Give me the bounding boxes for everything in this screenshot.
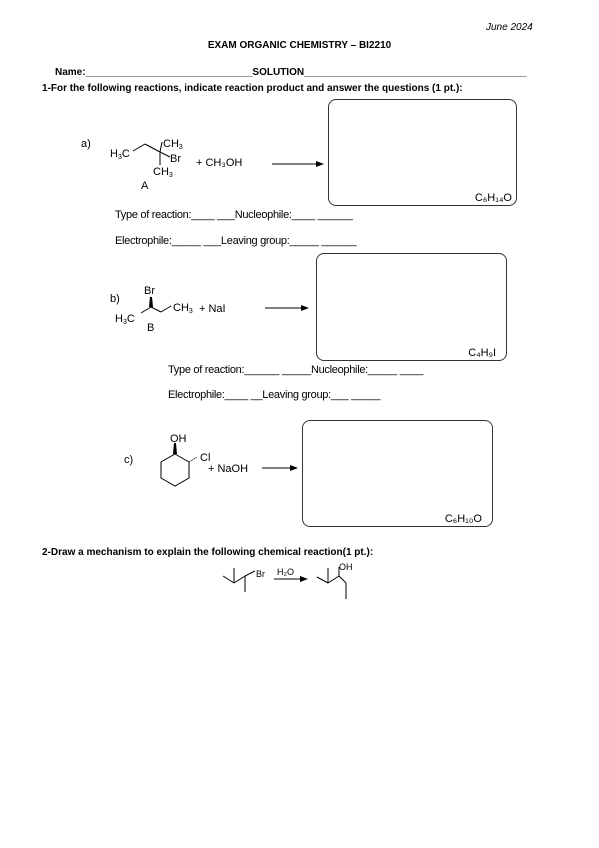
ch3-label: CH bbox=[163, 138, 179, 150]
exam-title: EXAM ORGANIC CHEMISTRY – BI2210 bbox=[207, 40, 392, 51]
h3c-label: H bbox=[110, 148, 118, 160]
question-2-prompt: 2-Draw a mechanism to explain the follow… bbox=[42, 547, 374, 558]
compound-b-label: B bbox=[147, 322, 154, 334]
reaction-b-label: b) bbox=[110, 293, 120, 305]
h3c-label: H bbox=[115, 313, 123, 325]
br-label: Br bbox=[256, 569, 265, 579]
compound-a-label: A bbox=[141, 180, 149, 192]
answer-box-b[interactable]: C₄H₉I bbox=[316, 253, 507, 361]
svg-text:H3C: H3C bbox=[115, 313, 135, 326]
reaction-a-label: a) bbox=[81, 138, 91, 150]
svg-text:CH3: CH3 bbox=[163, 138, 183, 151]
svg-text:H3C: H3C bbox=[110, 148, 130, 161]
question-1-prompt: 1-For the following reactions, indicate … bbox=[42, 83, 463, 94]
electrophile-b[interactable]: Electrophile:____ __Leaving group:___ __… bbox=[168, 389, 381, 401]
cl-label: Cl bbox=[200, 452, 210, 464]
svg-text:CH3: CH3 bbox=[173, 302, 193, 315]
answer-box-c[interactable]: C₆H₁₀O bbox=[302, 420, 493, 527]
reaction-c-structure: OH Cl + NaOH bbox=[160, 433, 298, 487]
name-line: Name:______________________________SOLUT… bbox=[55, 67, 527, 78]
question-2-reaction: Br H₂O OH bbox=[222, 562, 353, 599]
oh-label: OH bbox=[339, 562, 353, 572]
reagent-a: + CH₃OH bbox=[196, 157, 242, 169]
electrophile-a[interactable]: Electrophile:_____ ___Leaving group:____… bbox=[115, 235, 357, 247]
exam-date: June 2024 bbox=[486, 22, 533, 33]
reagent-b: + NaI bbox=[199, 303, 226, 315]
product-formula-b: C₄H₉I bbox=[468, 347, 496, 359]
reagent-c: + NaOH bbox=[208, 463, 248, 475]
product-formula-a: C₆H₁₄O bbox=[474, 192, 512, 204]
reaction-a-structure: H3C CH3 Br CH3 A + CH₃OH bbox=[110, 138, 324, 192]
reagent-water: H₂O bbox=[277, 567, 294, 577]
product-formula-c: C₆H₁₀O bbox=[444, 513, 482, 525]
oh-label: OH bbox=[170, 433, 187, 445]
ch3-label: CH bbox=[153, 166, 169, 178]
br-label: Br bbox=[170, 153, 181, 165]
type-of-reaction-a[interactable]: Type of reaction:____ ___Nucleophile:___… bbox=[115, 209, 353, 221]
answer-box-a[interactable]: C₆H₁₄O bbox=[328, 99, 517, 206]
br-label: Br bbox=[144, 285, 155, 297]
ch3-label: CH bbox=[173, 302, 189, 314]
svg-text:CH3: CH3 bbox=[153, 166, 173, 179]
reaction-b-structure: Br H3C CH3 B + NaI bbox=[115, 285, 309, 334]
reaction-c-label: c) bbox=[124, 454, 134, 466]
type-of-reaction-b[interactable]: Type of reaction:______ _____Nucleophile… bbox=[168, 364, 424, 376]
